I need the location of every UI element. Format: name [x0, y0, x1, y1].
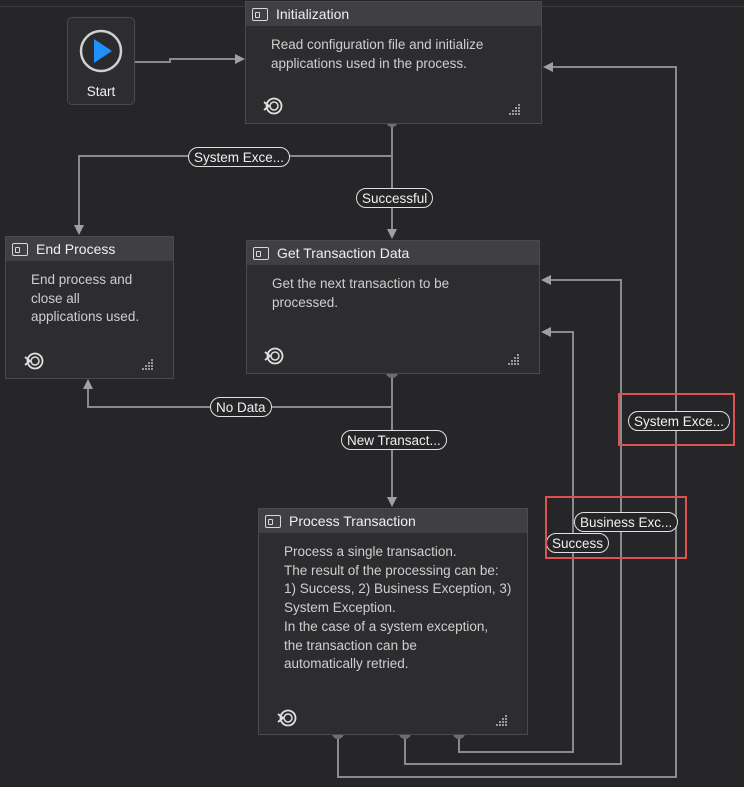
state-end-process[interactable]: End Process End process and close all ap… [5, 236, 174, 379]
entry-exit-icon[interactable] [263, 96, 283, 116]
resize-grip-icon[interactable] [508, 353, 520, 365]
state-icon [265, 514, 281, 528]
state-description: Process a single transaction. The result… [284, 544, 512, 672]
resize-grip-icon[interactable] [496, 714, 508, 726]
state-description: Get the next transaction to be processed… [272, 276, 450, 310]
state-description: End process and close all applications u… [31, 272, 140, 325]
state-header[interactable]: Initialization [246, 2, 541, 26]
state-title: Get Transaction Data [277, 245, 410, 261]
state-header[interactable]: Get Transaction Data [247, 241, 539, 265]
state-icon [253, 246, 269, 260]
transition-init-system-exception[interactable]: System Exce... [188, 147, 291, 167]
wire-process-to-get-success [458, 327, 574, 753]
entry-exit-icon[interactable] [264, 346, 284, 366]
start-label: Start [86, 84, 116, 99]
state-icon [12, 242, 28, 256]
transition-get-new-transaction[interactable]: New Transact... [341, 430, 447, 450]
state-get-transaction-data[interactable]: Get Transaction Data Get the next transa… [246, 240, 540, 374]
resize-grip-icon[interactable] [142, 358, 154, 370]
state-initialization[interactable]: Initialization Read configuration file a… [245, 1, 542, 124]
state-process-transaction[interactable]: Process Transaction Process a single tra… [258, 508, 528, 735]
entry-exit-icon[interactable] [24, 351, 44, 371]
transition-process-business-exception[interactable]: Business Exc... [574, 512, 679, 532]
state-title: End Process [36, 241, 116, 257]
state-title: Initialization [276, 6, 350, 22]
start-node[interactable]: Start [67, 17, 135, 105]
state-icon [252, 7, 268, 21]
transition-get-no-data[interactable]: No Data [210, 397, 272, 417]
resize-grip-icon[interactable] [509, 103, 521, 115]
transition-process-success[interactable]: Success [546, 533, 610, 553]
entry-exit-icon[interactable] [277, 708, 297, 728]
highlight-box-business-success [545, 496, 687, 559]
transition-init-successful[interactable]: Successful [356, 188, 434, 208]
highlight-box-system-exception [618, 393, 735, 446]
state-header[interactable]: Process Transaction [259, 509, 527, 533]
wire-process-to-get-business [404, 275, 622, 765]
transition-process-system-exception[interactable]: System Exce... [628, 411, 731, 431]
wire-init-to-end [74, 121, 393, 235]
play-icon [79, 29, 123, 73]
state-header[interactable]: End Process [6, 237, 173, 261]
state-title: Process Transaction [289, 513, 416, 529]
wire-process-to-init [337, 62, 677, 778]
state-description: Read configuration file and initialize a… [271, 37, 484, 71]
wire-start-to-init [135, 54, 245, 64]
